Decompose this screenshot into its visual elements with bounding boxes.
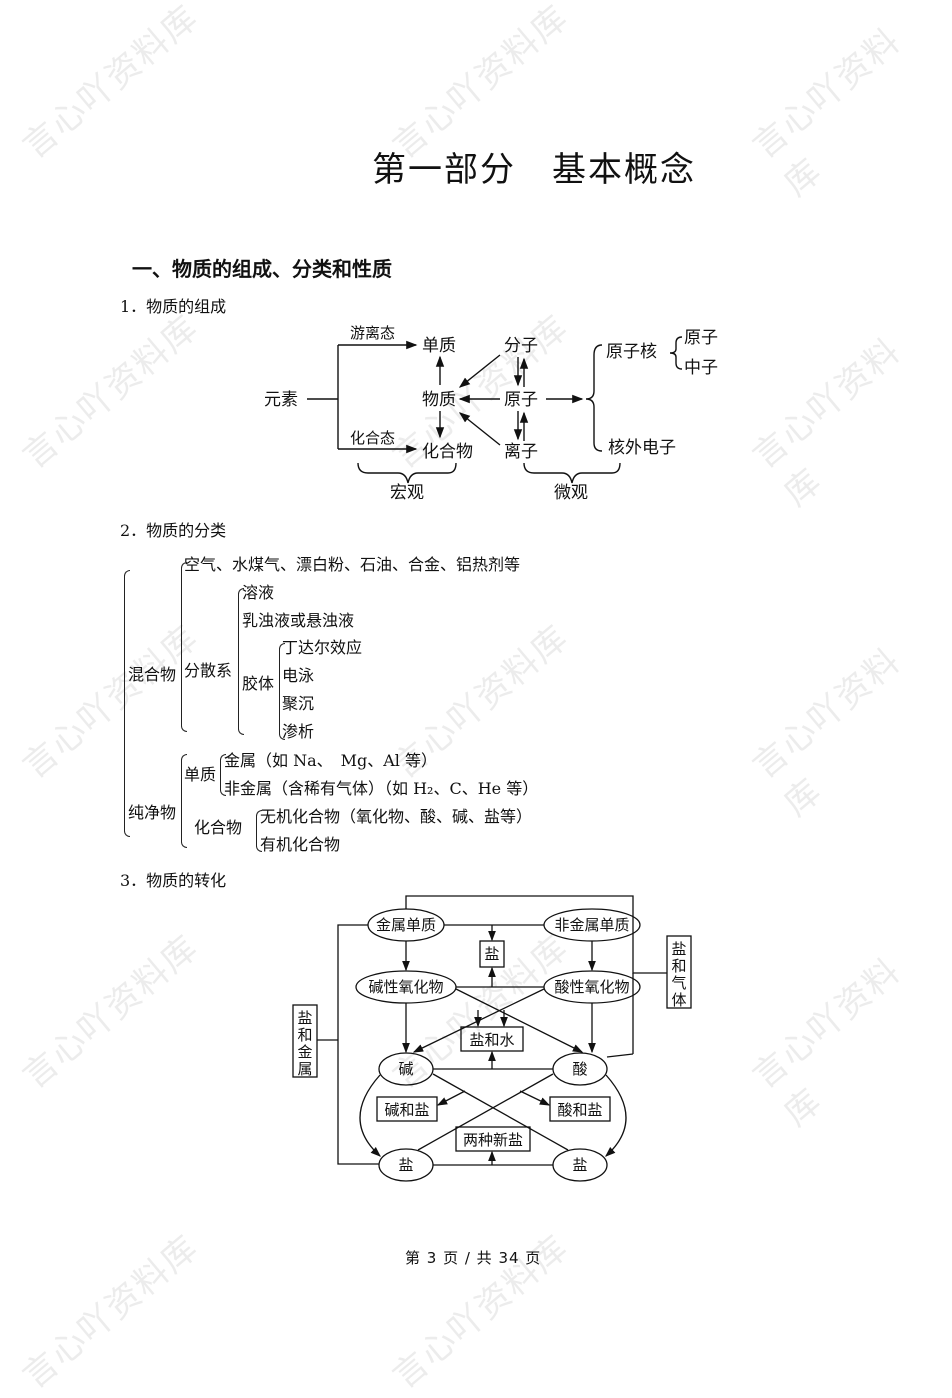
svg-text:酸和盐: 酸和盐 bbox=[557, 1101, 602, 1119]
mixture-label: 混合物 bbox=[128, 665, 177, 684]
nonmetal-item: 非金属（含稀有气体）（如 H₂、C、He 等） bbox=[224, 779, 539, 798]
svg-text:微观: 微观 bbox=[554, 483, 588, 503]
element-label: 单质 bbox=[184, 765, 217, 784]
watermark: 言心吖资料库 bbox=[745, 330, 909, 515]
subsection-heading-classification: 2．物质的分类 bbox=[120, 521, 227, 540]
svg-text:化合态: 化合态 bbox=[350, 429, 395, 447]
svg-text:属: 属 bbox=[297, 1060, 312, 1078]
svg-text:盐: 盐 bbox=[671, 940, 686, 958]
svg-text:碱: 碱 bbox=[398, 1060, 413, 1078]
pure-label: 纯净物 bbox=[128, 803, 177, 822]
brace-compound bbox=[256, 810, 262, 852]
svg-text:单质: 单质 bbox=[422, 336, 456, 356]
svg-text:分子: 分子 bbox=[504, 336, 538, 356]
brace-dispersion bbox=[238, 588, 244, 735]
watermark: 言心吖资料库 bbox=[15, 0, 207, 167]
watermark: 言心吖资料库 bbox=[745, 950, 909, 1135]
svg-text:和: 和 bbox=[671, 957, 686, 975]
svg-text:原子: 原子 bbox=[504, 390, 538, 410]
colloid-label: 胶体 bbox=[242, 674, 275, 693]
svg-text:盐: 盐 bbox=[398, 1156, 413, 1174]
section-heading: 一、物质的组成、分类和性质 bbox=[132, 257, 392, 281]
svg-text:中子: 中子 bbox=[684, 358, 718, 378]
svg-text:酸性氧化物: 酸性氧化物 bbox=[554, 978, 629, 996]
svg-text:原子: 原子 bbox=[684, 328, 718, 348]
svg-text:非金属单质: 非金属单质 bbox=[554, 916, 629, 934]
colloid-prop: 渗析 bbox=[282, 722, 315, 741]
svg-text:盐: 盐 bbox=[297, 1009, 312, 1027]
subsection-heading-composition: 1．物质的组成 bbox=[120, 297, 227, 316]
watermark: 言心吖资料库 bbox=[745, 20, 909, 205]
svg-text:盐: 盐 bbox=[484, 945, 499, 963]
metal-item: 金属（如 Na、 Mg、Al 等） bbox=[224, 751, 438, 770]
svg-text:两种新盐: 两种新盐 bbox=[463, 1131, 523, 1149]
brace-pure bbox=[181, 754, 187, 848]
composition-diagram: 元素 游离态 化合态 单质 物质 化合物 分子 原子 离子 原子核 原子 中子 … bbox=[264, 324, 718, 503]
svg-text:酸: 酸 bbox=[572, 1060, 587, 1078]
svg-text:游离态: 游离态 bbox=[350, 324, 395, 342]
svg-text:金: 金 bbox=[297, 1043, 312, 1061]
compound-label: 化合物 bbox=[194, 818, 243, 837]
brace-element bbox=[220, 754, 226, 796]
brace-outer bbox=[124, 570, 130, 837]
svg-text:宏观: 宏观 bbox=[390, 483, 424, 503]
brace-mixture bbox=[181, 562, 187, 732]
svg-text:原子核: 原子核 bbox=[606, 342, 657, 362]
watermark: 言心吖资料库 bbox=[15, 307, 207, 477]
svg-text:物质: 物质 bbox=[422, 390, 456, 410]
svg-text:化合物: 化合物 bbox=[422, 442, 473, 462]
svg-text:碱性氧化物: 碱性氧化物 bbox=[368, 978, 443, 996]
watermark: 言心吖资料库 bbox=[745, 640, 909, 825]
colloid-prop: 聚沉 bbox=[282, 694, 315, 713]
element-label: 元素 bbox=[264, 390, 298, 410]
colloid-prop: 电泳 bbox=[282, 666, 315, 685]
svg-text:离子: 离子 bbox=[504, 442, 538, 462]
svg-text:金属单质: 金属单质 bbox=[376, 916, 436, 934]
svg-text:气: 气 bbox=[671, 974, 686, 992]
watermark: 言心吖资料库 bbox=[15, 617, 207, 787]
page-indicator: 第 3 页 / 共 34 页 bbox=[405, 1249, 542, 1267]
svg-text:盐: 盐 bbox=[572, 1156, 587, 1174]
svg-text:盐和水: 盐和水 bbox=[469, 1031, 514, 1049]
solution-item: 溶液 bbox=[242, 583, 275, 602]
watermark: 言心吖资料库 bbox=[15, 927, 207, 1097]
dispersion-label: 分散系 bbox=[184, 661, 233, 680]
brace-colloid bbox=[279, 643, 285, 740]
svg-text:碱和盐: 碱和盐 bbox=[384, 1101, 429, 1119]
emulsion-item: 乳浊液或悬浊液 bbox=[242, 611, 355, 630]
inorganic-item: 无机化合物（氧化物、酸、碱、盐等） bbox=[260, 807, 533, 826]
svg-text:和: 和 bbox=[297, 1026, 312, 1044]
svg-text:体: 体 bbox=[671, 991, 686, 1009]
transformation-diagram: 金属单质 非金属单质 盐 碱性氧化物 酸性氧化物 盐和水 碱 酸 碱和盐 酸和盐… bbox=[292, 895, 692, 1182]
colloid-prop: 丁达尔效应 bbox=[282, 638, 363, 657]
svg-text:核外电子: 核外电子 bbox=[608, 438, 676, 458]
watermark: 言心吖资料库 bbox=[15, 1227, 207, 1397]
page-title: 第一部分 基本概念 bbox=[372, 150, 696, 190]
organic-item: 有机化合物 bbox=[260, 835, 341, 854]
mixture-examples: 空气、水煤气、漂白粉、石油、合金、铝热剂等 bbox=[184, 555, 521, 574]
subsection-heading-transformation: 3．物质的转化 bbox=[120, 871, 227, 890]
